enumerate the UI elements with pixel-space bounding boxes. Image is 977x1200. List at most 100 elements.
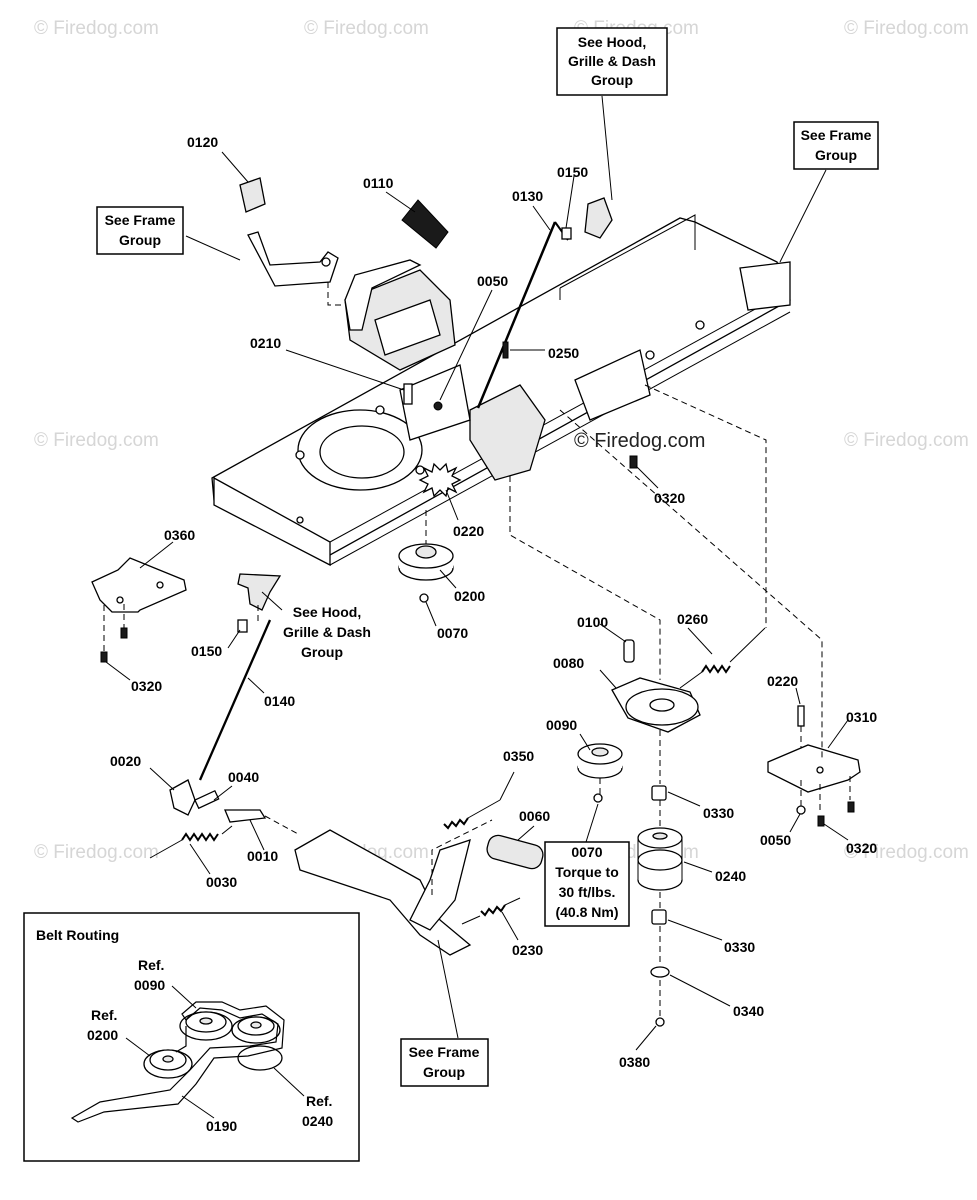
- lever-handle-top: [584, 197, 613, 239]
- bolt-0320-left-a: [120, 627, 128, 639]
- belt-0190: [70, 1001, 285, 1123]
- torque-label-0070: 0070: [571, 844, 602, 860]
- leader-hood-top: [601, 95, 613, 201]
- part-labels: 0120 0110 0150 0130 0050 0250 0210 0220 …: [110, 134, 877, 1070]
- leader-0220-top: [445, 489, 459, 521]
- part-label-0260: 0260: [677, 611, 708, 627]
- part-label-0200: 0200: [454, 588, 485, 604]
- dashed-0010: [264, 815, 301, 836]
- frame-hole: [375, 405, 385, 415]
- part-label-0320-right: 0320: [846, 840, 877, 856]
- washer-0340: [650, 966, 670, 978]
- inset-pulley-240-hub: [250, 1021, 262, 1029]
- frame-rail-lower: [329, 311, 791, 566]
- ref-hood-mid-line1: See Hood,: [293, 604, 361, 620]
- leader-frame-left: [185, 235, 241, 261]
- part-label-0250: 0250: [548, 345, 579, 361]
- ref-box-frame-bottom-line1: See Frame: [409, 1044, 480, 1060]
- star-washer-0220: [418, 462, 462, 498]
- bracket-0310-hole: [816, 766, 824, 774]
- leader-0230: [501, 911, 519, 941]
- spring-0030-end-b: [221, 825, 233, 835]
- leader-frame-top-right: [779, 169, 827, 263]
- spacer-0330-bottom: [651, 909, 667, 925]
- torque-line2: 30 ft/lbs.: [559, 884, 616, 900]
- leader-0340: [669, 974, 731, 1007]
- part-label-0060: 0060: [519, 808, 550, 824]
- inset-pulley-090-hub: [199, 1017, 213, 1025]
- ref-box-hood-top-line1: See Hood,: [578, 34, 646, 50]
- ref-hood-mid-line2: Grille & Dash: [283, 624, 371, 640]
- part-label-0120: 0120: [187, 134, 218, 150]
- pedal-pivot-hole: [321, 257, 331, 267]
- pivot-bracket-assembly: [469, 384, 546, 481]
- pulley-0090: [577, 743, 623, 779]
- leader-0210: [285, 349, 405, 391]
- bracket-0360: [91, 557, 187, 613]
- watermark-top-left: © Firedog.com: [34, 18, 159, 39]
- leader-0090: [579, 733, 591, 751]
- part-label-0350: 0350: [503, 748, 534, 764]
- pedal-bracket-plate: [374, 299, 441, 356]
- torque-line3: (40.8 Nm): [555, 904, 618, 920]
- ref-box-frame-left: See Frame Group: [96, 206, 184, 255]
- lower-arm-brace: [409, 839, 471, 931]
- inset-pulley-240: [231, 1016, 283, 1071]
- leader-lines: [105, 95, 849, 1051]
- part-label-0330-top: 0330: [703, 805, 734, 821]
- leader-0060: [517, 825, 535, 841]
- inset-ref-200-line2: 0200: [87, 1027, 118, 1043]
- ref-box-torque: 0070 Torque to 30 ft/lbs. (40.8 Nm): [544, 841, 630, 927]
- idler-pulley-0200: [398, 543, 454, 581]
- part-label-0130: 0130: [512, 188, 543, 204]
- grip-0060: [486, 834, 544, 870]
- watermark-top-right: © Firedog.com: [844, 18, 969, 39]
- watermark-center: © Firedog.com: [574, 430, 705, 452]
- spring-0230-end-a: [504, 897, 521, 906]
- part-label-0140: 0140: [264, 693, 295, 709]
- spring-0260-end: [729, 627, 766, 663]
- frame-hole: [295, 450, 305, 460]
- belt-routing-title: Belt Routing: [36, 927, 119, 943]
- idler-arm-hub: [649, 698, 675, 712]
- frame-rail-line: [329, 289, 791, 543]
- leader-0220-right: [795, 687, 801, 705]
- pedal-0110-assembly: [344, 199, 449, 331]
- part-label-0320-left: 0320: [131, 678, 162, 694]
- inset-pulley-090: [179, 1011, 233, 1041]
- inset-pulley-200-hub: [162, 1055, 174, 1063]
- ref-box-frame-left-frame: [96, 206, 184, 255]
- control-rod-0140: [198, 619, 272, 781]
- frame-hole: [695, 320, 705, 330]
- watermark-low-left: © Firedog.com: [34, 842, 159, 863]
- pin-0040: [194, 789, 220, 810]
- ref-box-frame-left-line2: Group: [119, 232, 161, 248]
- inset-ref-240-line1: Ref.: [306, 1093, 332, 1109]
- leader-hood-mid: [261, 591, 283, 611]
- spring-0350-coil: [443, 817, 469, 830]
- leader-0020: [149, 767, 175, 791]
- nut-0050-top: [433, 401, 443, 411]
- part-label-0100: 0100: [577, 614, 608, 630]
- double-pulley-0240: [637, 827, 683, 891]
- part-label-0020: 0020: [110, 753, 141, 769]
- inset-leader-240: [273, 1067, 305, 1097]
- spring-0230: [461, 897, 521, 925]
- part-label-0210: 0210: [250, 335, 281, 351]
- spacer-0330-top: [651, 785, 667, 801]
- bolt-0220-right: [797, 705, 805, 727]
- ref-box-hood-top-frame: [556, 27, 668, 96]
- spring-0260-hook: [679, 671, 703, 689]
- part-label-0330-bottom: 0330: [724, 939, 755, 955]
- bracket-0310: [767, 744, 861, 793]
- spring-0260: [679, 627, 766, 689]
- control-rod-0130: [476, 221, 557, 409]
- ref-box-frame-top-right-frame: [793, 121, 879, 170]
- leader-0080: [599, 669, 617, 689]
- frame-hole: [296, 516, 304, 524]
- watermark-mid-right: © Firedog.com: [844, 430, 969, 451]
- part-label-0110: 0110: [363, 175, 394, 191]
- bracket-0360-hole: [116, 596, 124, 604]
- bolt-0320-right-b: [847, 801, 855, 813]
